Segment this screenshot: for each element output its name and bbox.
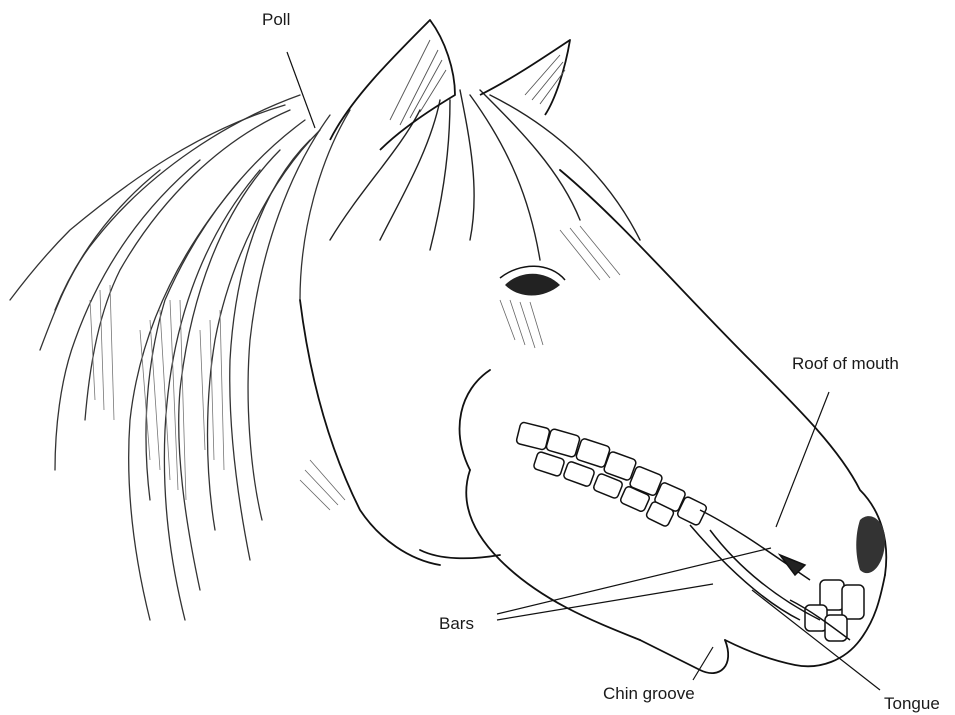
poll-label: Poll	[262, 10, 290, 30]
mane	[10, 95, 350, 620]
poll-leader	[287, 52, 315, 128]
tongue-label: Tongue	[884, 694, 940, 714]
bars-leader-1	[497, 548, 771, 614]
eye	[500, 266, 565, 295]
roof-of-mouth-leader	[776, 392, 829, 527]
bars-label: Bars	[439, 614, 474, 634]
ear-shading	[390, 40, 565, 125]
chin-groove-leader	[693, 647, 713, 680]
head-outline	[300, 170, 886, 673]
roof-of-mouth-label: Roof of mouth	[792, 354, 899, 374]
nostril	[856, 516, 885, 573]
bars-leader-2	[497, 584, 713, 620]
mane-shading	[90, 285, 224, 500]
chin-groove-label: Chin groove	[603, 684, 695, 704]
forelock	[330, 90, 640, 260]
